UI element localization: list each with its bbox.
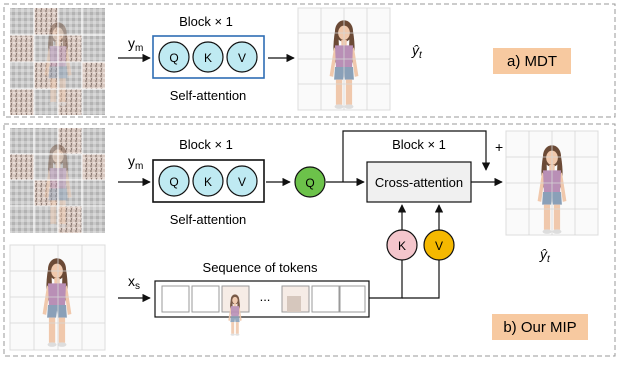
cross-attention-label: Cross-attention bbox=[375, 175, 463, 190]
person-photo-output-a bbox=[297, 7, 391, 111]
q-token-b bbox=[158, 165, 190, 197]
output-label-a: ŷt bbox=[411, 42, 423, 61]
self-block-label-b: Block × 1 bbox=[179, 137, 233, 152]
v-label-a: V bbox=[238, 51, 246, 65]
source-label: xs bbox=[128, 273, 140, 292]
person-photo-source bbox=[9, 244, 106, 351]
q-token-a bbox=[158, 41, 190, 73]
tag-b-bg bbox=[492, 314, 588, 340]
sequence-token bbox=[311, 285, 340, 313]
value-token-label: V bbox=[435, 239, 443, 253]
sequence-to-key-line bbox=[369, 260, 403, 299]
block-label-a: Block × 1 bbox=[179, 14, 233, 29]
k-label-b: K bbox=[204, 175, 212, 189]
masked-person-image-a bbox=[10, 8, 105, 115]
cross-attention-block bbox=[366, 161, 472, 203]
k-label-a: K bbox=[204, 51, 212, 65]
tag-a-bg bbox=[493, 48, 571, 74]
tag-b: b) Our MIP bbox=[503, 319, 576, 336]
masked-person-image-b bbox=[10, 128, 105, 233]
v-label-b: V bbox=[238, 175, 246, 189]
panel-b-border bbox=[3, 123, 616, 357]
residual-sign: + bbox=[495, 139, 503, 155]
input-label-a: ym bbox=[128, 35, 143, 54]
sequence-token bbox=[191, 285, 220, 313]
q-label-b: Q bbox=[169, 175, 178, 189]
query-token bbox=[294, 166, 326, 198]
key-token-label: K bbox=[398, 239, 406, 253]
k-token-b bbox=[192, 165, 224, 197]
v-token-b bbox=[226, 165, 258, 197]
k-token-a bbox=[192, 41, 224, 73]
q-label-a: Q bbox=[169, 51, 178, 65]
sequence-ellipsis: ... bbox=[260, 289, 271, 304]
module-caption-b: Self-attention bbox=[170, 212, 247, 227]
person-photo-output-b bbox=[505, 130, 599, 236]
sequence-to-value-line bbox=[402, 260, 440, 299]
cross-block-label: Block × 1 bbox=[392, 137, 446, 152]
input-label-b: ym bbox=[128, 153, 143, 172]
tag-a: a) MDT bbox=[507, 53, 557, 70]
v-token-a bbox=[226, 41, 258, 73]
residual-connection bbox=[342, 130, 491, 182]
sequence-token bbox=[161, 285, 190, 313]
sequence-tokens bbox=[161, 285, 366, 336]
panel-a-border bbox=[3, 3, 616, 118]
sequence-caption: Sequence of tokens bbox=[203, 260, 318, 275]
query-token-label: Q bbox=[305, 176, 314, 190]
module-caption-a: Self-attention bbox=[170, 88, 247, 103]
output-label-b: ŷt bbox=[539, 246, 551, 265]
sequence-token bbox=[339, 285, 366, 313]
